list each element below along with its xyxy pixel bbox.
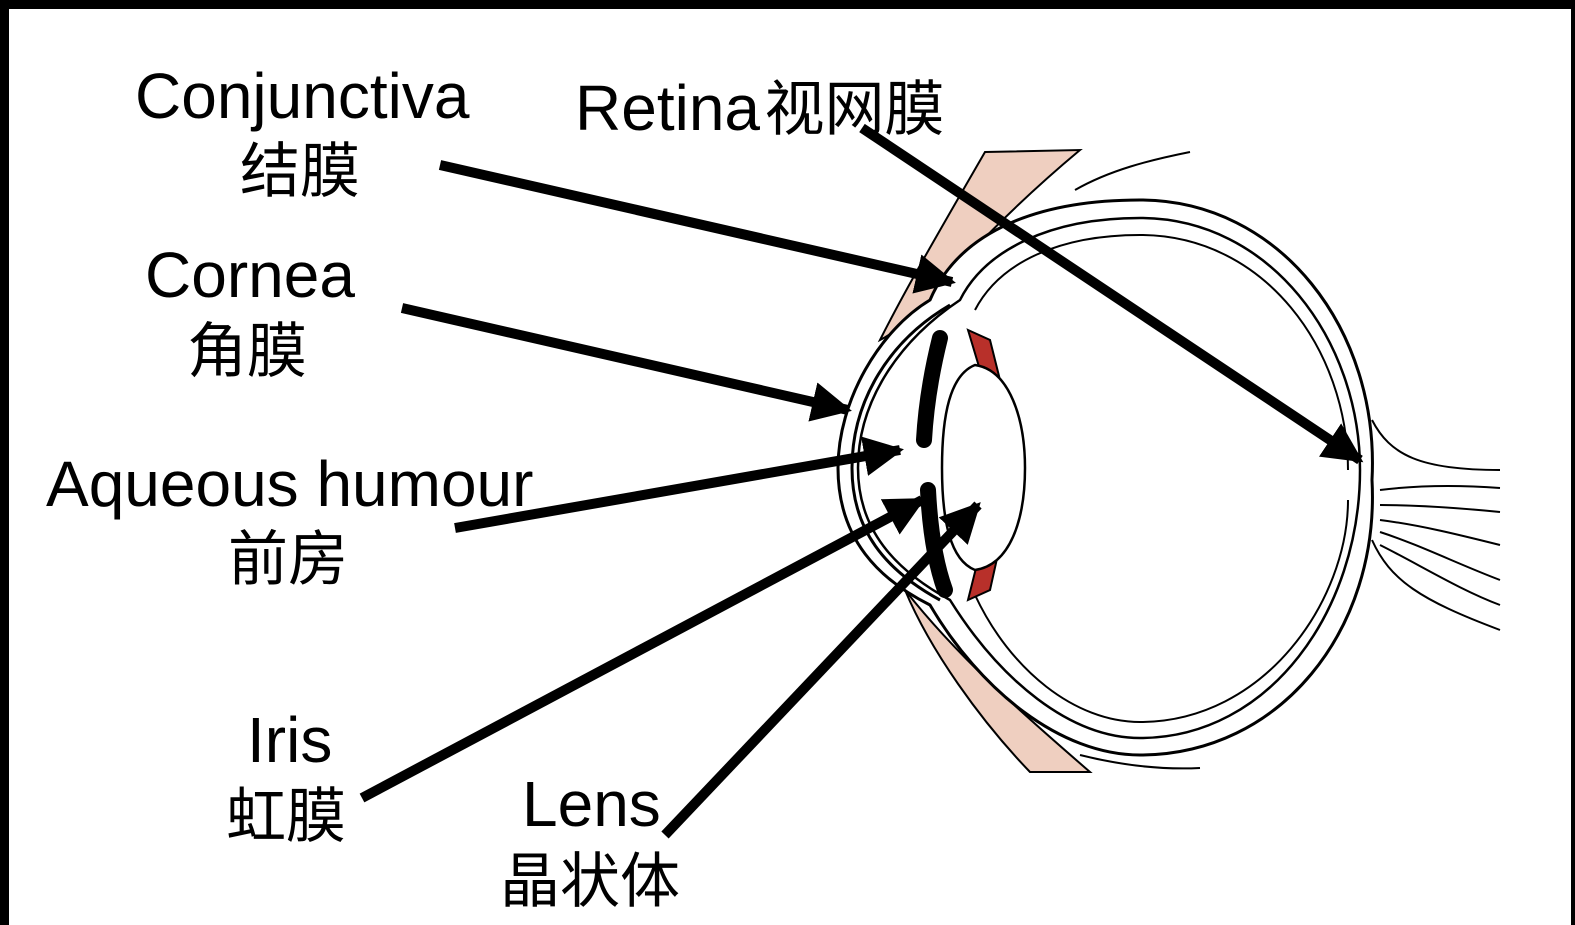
- iris-label: Iris: [247, 708, 332, 772]
- upper-lid-curve: [1075, 152, 1190, 190]
- lens-label: Lens: [522, 772, 661, 836]
- lower-lid-curve: [1080, 755, 1200, 768]
- conjunctiva-label: Conjunctiva: [135, 64, 469, 128]
- aqueous-label: Aqueous humour: [46, 452, 533, 516]
- aqueous-label-zh: 前房: [228, 530, 348, 590]
- conjunctiva-label-zh: 结膜: [240, 142, 360, 202]
- retina-label: Retina: [575, 72, 760, 144]
- cornea-label: Cornea: [145, 243, 355, 307]
- cornea-pointer: [402, 308, 848, 410]
- retina-label-row: Retina 视网膜: [575, 76, 944, 140]
- conjunctiva-pointer: [440, 165, 952, 282]
- optic-nerve: [1372, 420, 1500, 630]
- retina-label-zh: 视网膜: [764, 75, 944, 145]
- lens-label-zh: 晶状体: [500, 852, 680, 912]
- iris-label-zh: 虹膜: [226, 787, 346, 847]
- cornea-label-zh: 角膜: [187, 322, 307, 382]
